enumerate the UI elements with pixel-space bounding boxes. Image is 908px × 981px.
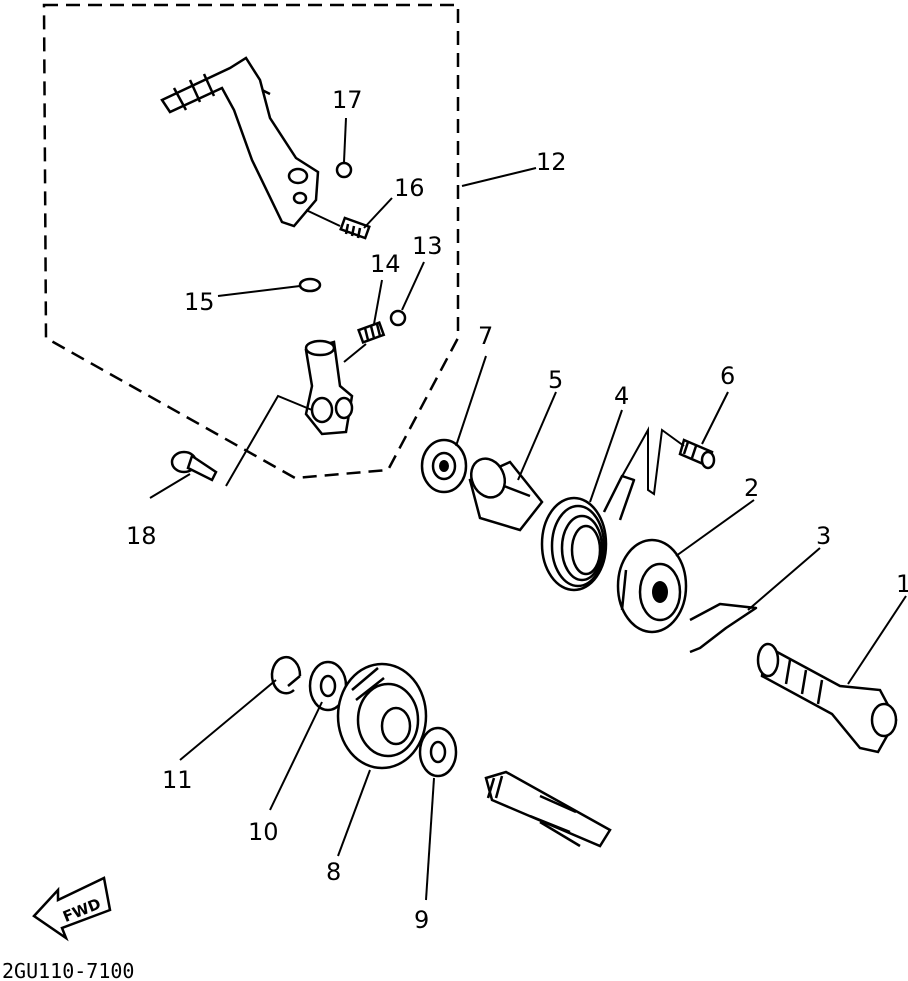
fwd-arrow-icon: FWD <box>32 876 112 942</box>
callout-16: 16 <box>394 174 425 202</box>
part-11-circlip <box>270 656 302 695</box>
leader-lines <box>149 117 907 901</box>
drawing-code: 2GU110-7100 <box>2 959 134 981</box>
callout-6: 6 <box>720 362 735 390</box>
kick-boss <box>304 339 354 436</box>
callout-labels: 17 12 16 14 13 15 7 5 4 6 2 3 1 18 11 10… <box>126 86 908 934</box>
part-16-bolt <box>339 216 371 240</box>
part-8-gear <box>336 662 428 770</box>
callout-4: 4 <box>614 382 629 410</box>
part-2-ratchet <box>616 538 688 634</box>
part-3-clip <box>689 602 758 654</box>
callout-5: 5 <box>548 366 563 394</box>
callout-8: 8 <box>326 858 341 886</box>
callout-1: 1 <box>896 570 908 598</box>
part-9-washer <box>418 726 458 778</box>
callout-15: 15 <box>184 288 215 316</box>
callout-12: 12 <box>536 148 567 176</box>
callout-10: 10 <box>248 818 279 846</box>
callout-13: 13 <box>412 232 443 260</box>
callout-2: 2 <box>744 474 759 502</box>
callout-17: 17 <box>332 86 363 114</box>
part-1-shaft <box>756 642 898 754</box>
part-10-washer <box>308 660 348 712</box>
part-4-spring <box>540 474 636 592</box>
callout-3: 3 <box>816 522 831 550</box>
part-14-spring <box>357 320 386 344</box>
shaft-end <box>484 770 612 848</box>
part-5-collar <box>468 457 544 532</box>
part-13-ball <box>389 309 407 327</box>
part-18-bolt <box>170 450 218 482</box>
part-7-bearing <box>420 438 468 494</box>
callout-7: 7 <box>478 322 493 350</box>
callout-11: 11 <box>162 766 193 794</box>
part-6-guide <box>678 438 716 470</box>
callout-9: 9 <box>414 906 429 934</box>
part-15-clip <box>298 277 322 293</box>
part-17-nut <box>335 161 353 179</box>
kick-lever <box>160 56 320 228</box>
callout-18: 18 <box>126 522 157 550</box>
callout-14: 14 <box>370 250 401 278</box>
